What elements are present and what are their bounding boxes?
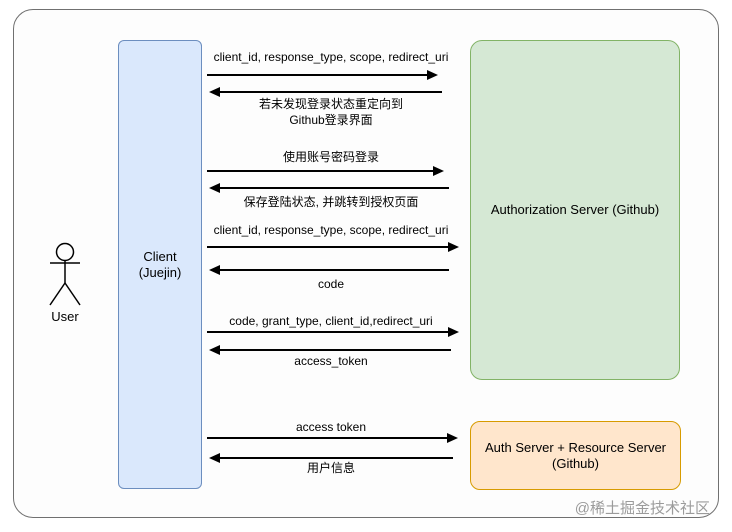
message-2-arrow-line [220, 91, 442, 93]
user-label: User [51, 309, 79, 324]
actor-head [55, 242, 75, 262]
message-2-label-line2: Github登录界面 [289, 113, 373, 127]
message-5-arrow-line [207, 246, 448, 248]
message-7-arrow-line [207, 331, 448, 333]
auth-resource-server-box: Auth Server + Resource Server (Github) [470, 421, 681, 490]
client-box: Client (Juejin) [118, 40, 202, 489]
message-9-label: access token [295, 420, 367, 434]
message-8-arrow-line [220, 349, 451, 351]
juejin-watermark: @稀土掘金技术社区 [574, 500, 710, 517]
arrow-left-icon [209, 87, 220, 97]
arrow-left-icon [209, 183, 220, 193]
message-4-label: 保存登陆状态, 并跳转到授权页面 [243, 195, 419, 209]
message-7-label: code, grant_type, client_id,redirect_uri [229, 314, 433, 328]
arrow-left-icon [209, 265, 220, 275]
user-actor-icon [49, 242, 81, 306]
arrow-right-icon [448, 327, 459, 337]
arrow-left-icon [209, 453, 220, 463]
message-10-arrow-line [220, 457, 453, 459]
message-1-arrow-line [207, 74, 427, 76]
arrow-right-icon [448, 242, 459, 252]
message-6-arrow-line [220, 269, 449, 271]
actor-right-leg [64, 282, 81, 306]
message-8-label: access_token [294, 354, 368, 368]
message-9-arrow-line [207, 437, 447, 439]
message-2-label-line1: 若未发现登录状态重定向到 [258, 97, 403, 111]
authorization-server-label: Authorization Server (Github) [490, 202, 660, 217]
arrow-left-icon [209, 345, 220, 355]
message-4-arrow-line [220, 187, 449, 189]
message-10-label: 用户信息 [306, 461, 355, 475]
message-3-arrow-line [207, 170, 433, 172]
client-label-line2: (Juejin) [138, 264, 182, 280]
arrow-right-icon [447, 433, 458, 443]
message-1-label: client_id, response_type, scope, redirec… [213, 50, 449, 64]
arrow-right-icon [427, 70, 438, 80]
auth-resource-server-label-line2: (Github) [552, 455, 599, 471]
message-3-label: 使用账号密码登录 [282, 150, 379, 164]
authorization-server-box: Authorization Server (Github) [470, 40, 680, 380]
auth-resource-server-label-line1: Auth Server + Resource Server [485, 439, 666, 455]
client-label-line1: Client [143, 248, 177, 264]
message-6-label: code [317, 277, 345, 291]
arrow-right-icon [433, 166, 444, 176]
actor-left-leg [49, 282, 66, 306]
message-5-label: client_id, response_type, scope, redirec… [213, 223, 449, 237]
